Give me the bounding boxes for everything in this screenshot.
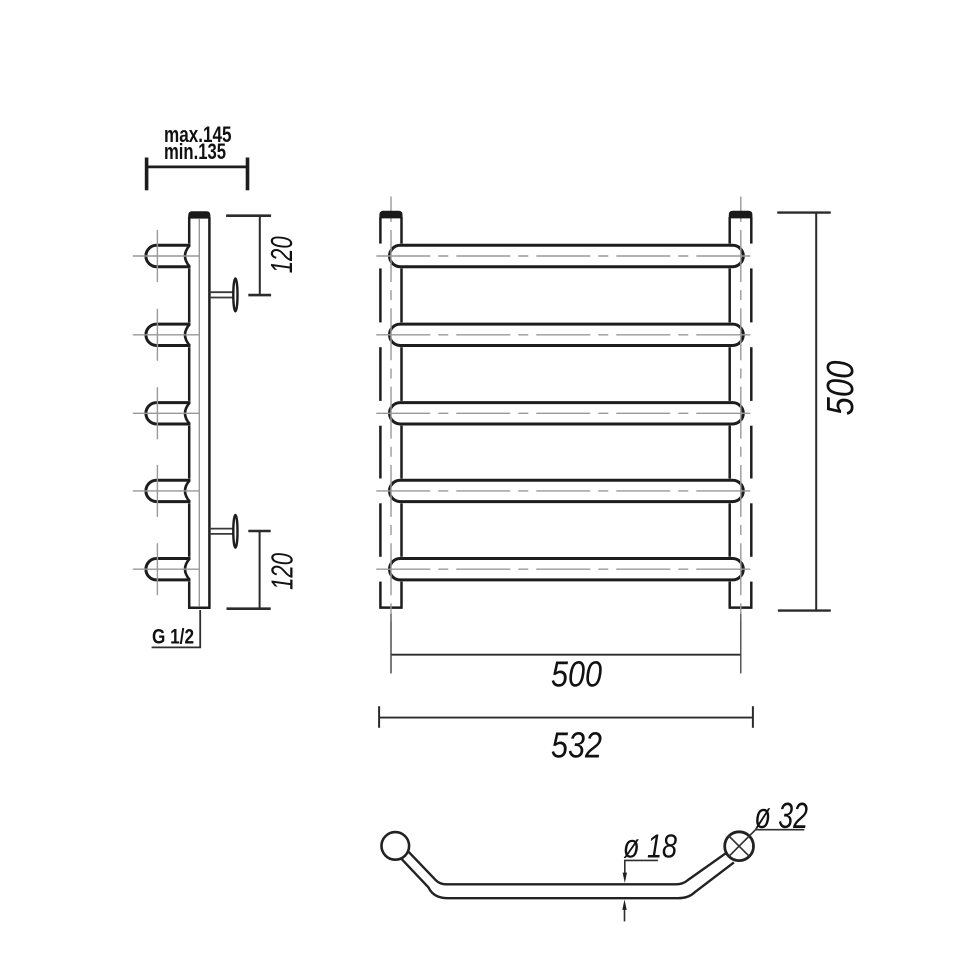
svg-text:532: 532 (551, 724, 602, 765)
svg-text:G 1/2: G 1/2 (152, 625, 194, 649)
svg-text:500: 500 (820, 361, 862, 416)
svg-text:500: 500 (551, 653, 602, 694)
svg-text:120: 120 (264, 553, 299, 590)
svg-text:max.145: max.145 (164, 122, 232, 147)
svg-text:ø 18: ø 18 (623, 828, 678, 865)
svg-text:ø 32: ø 32 (755, 795, 809, 836)
svg-text:120: 120 (264, 236, 299, 273)
svg-text:min.135: min.135 (164, 139, 226, 164)
